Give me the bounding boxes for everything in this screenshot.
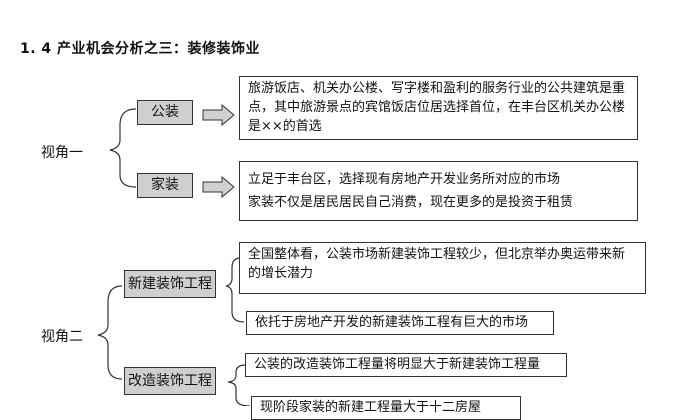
connector-lines (97, 103, 251, 406)
tag-public-decoration: 公装 (137, 100, 193, 125)
brace-new-project (225, 257, 245, 323)
text-box-new-project-1: 全国整体看，公装市场新建装饰工程较少，但北京举办奥运带来新的增长潜力 (239, 242, 646, 294)
tag-new-project: 新建装饰工程 (124, 270, 216, 298)
tag-home-decoration: 家装 (137, 173, 193, 198)
text-box-home-decoration: 立足于丰台区，选择现有房地产开发业务所对应的市场 家装不仅是居民居民自己消费，现… (239, 161, 638, 221)
arrow-right-icon (202, 175, 235, 199)
text-box-public-decoration: 旅游饭店、机关办公楼、写字楼和盈利的服务行业的公共建筑是重点，其中旅游景点的宾馆… (239, 76, 638, 140)
text-box-renovation-2: 现阶段家装的新建工程量大于十二房屋 (251, 396, 521, 420)
view-label-1: 视角一 (41, 145, 83, 161)
view-label-2: 视角二 (41, 329, 83, 345)
arrow-right-icon (202, 103, 235, 127)
text-box-renovation-1: 公装的改造装饰工程量将明显大于新建装饰工程量 (245, 353, 567, 377)
home-line-1: 立足于丰台区，选择现有房地产开发业务所对应的市场 (248, 172, 561, 187)
text-box-new-project-2: 依托于房地产开发的新建装饰工程有巨大的市场 (246, 311, 554, 335)
brace-renovation (227, 364, 251, 406)
tag-renovation-project: 改造装饰工程 (124, 367, 216, 395)
brace-view-1 (109, 108, 137, 188)
brace-view-2 (97, 285, 123, 380)
page-title: 1. 4 产业机会分析之三：装修装饰业 (20, 41, 261, 57)
home-line-2: 家装不仅是居民居民自己消费，现在更多的是投资于租赁 (248, 195, 574, 210)
